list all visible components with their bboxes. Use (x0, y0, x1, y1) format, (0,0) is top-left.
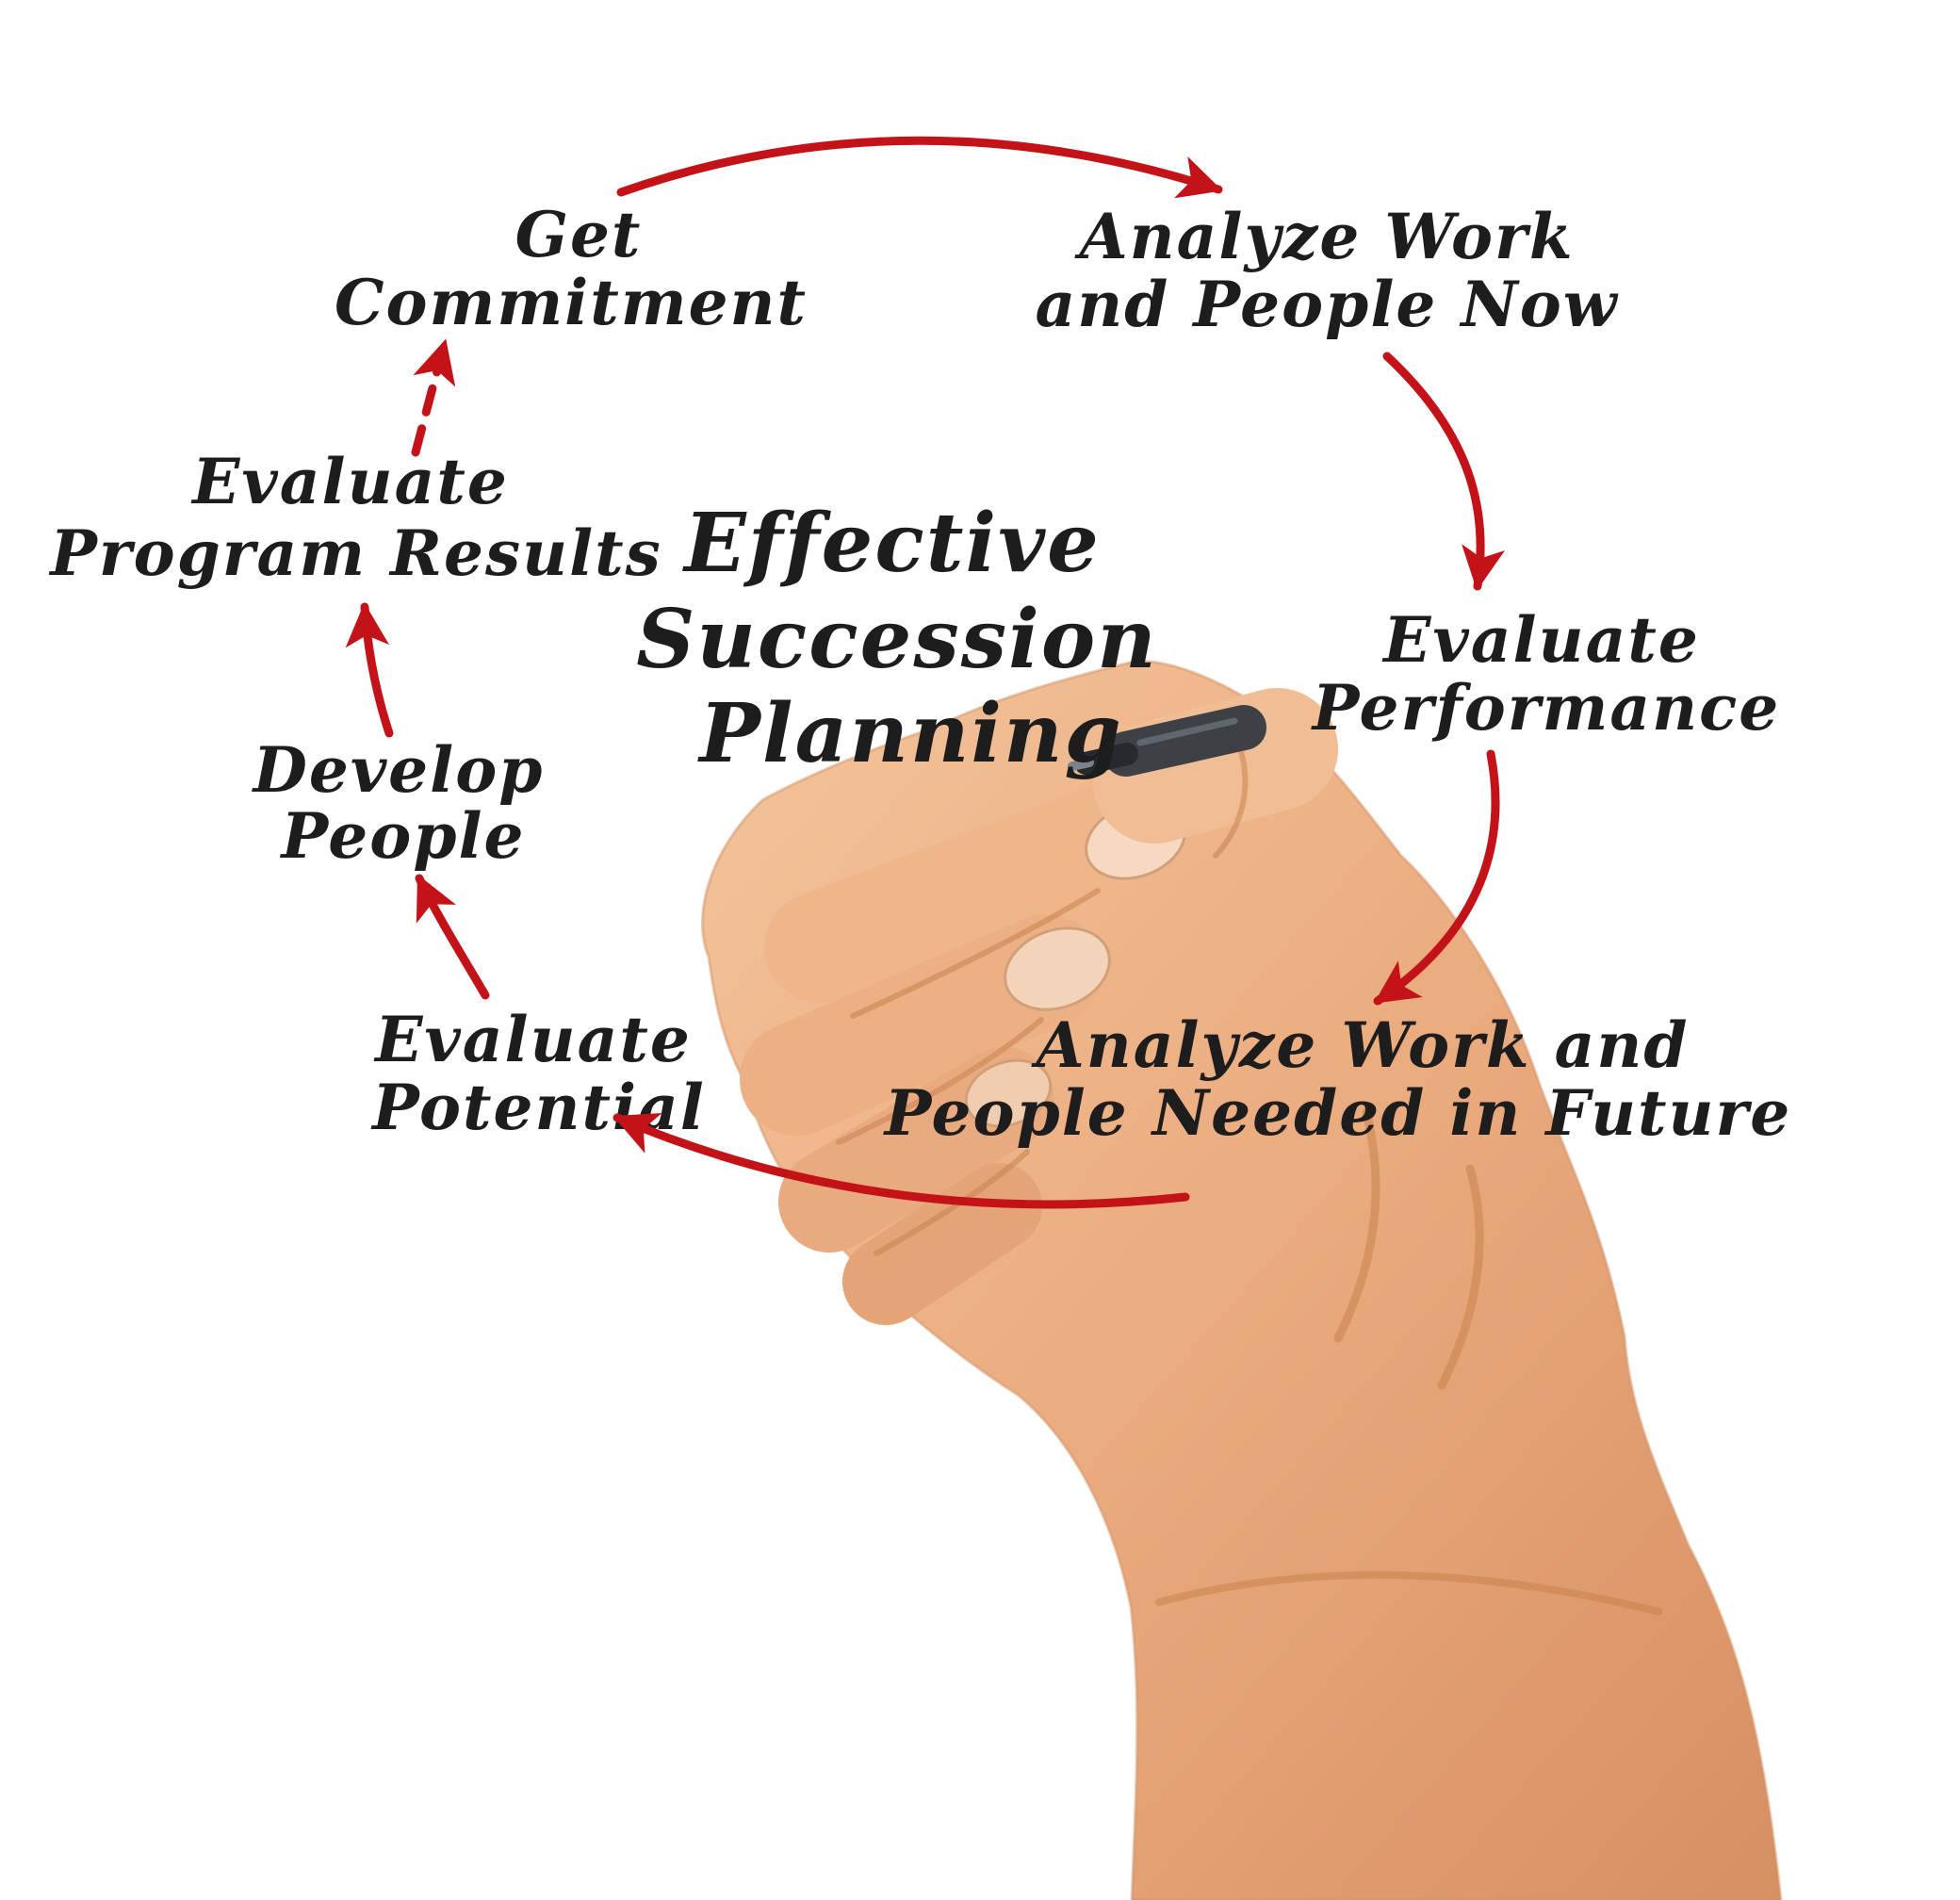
node-evaluate-program-results: Evaluate Program Results (48, 445, 662, 590)
node-analyze-work-future-line1: Analyze Work and (1031, 1008, 1690, 1082)
cycle-arrows (345, 136, 1506, 1209)
pen-body (1103, 705, 1266, 777)
node-evaluate-performance-line2: Performance (1311, 671, 1781, 745)
diagram-title: Effective Succession Planning (636, 496, 1157, 781)
node-analyze-work-future-line2: People Needed in Future (883, 1076, 1792, 1150)
thumb (1093, 688, 1338, 844)
pen-tip (1068, 758, 1094, 771)
title-line-1: Effective (681, 496, 1101, 591)
node-evaluate-potential: Evaluate Potential (370, 1003, 704, 1144)
ring-fingernail (964, 1058, 1053, 1128)
hand-tendon-2 (1437, 1164, 1484, 1390)
arrow-analyze-now-to-performance (1382, 352, 1506, 591)
wrist-crease (1155, 1571, 1662, 1615)
node-analyze-work-now: Analyze Work and People Now (1035, 200, 1618, 341)
node-develop-people-line1: Develop (252, 733, 545, 807)
arrow-program-results-to-commitment-dashed (411, 338, 456, 457)
finger-crease-1 (850, 888, 1101, 1019)
node-get-commitment: Get Commitment (335, 198, 808, 339)
hand-tendon-1 (1333, 1107, 1380, 1343)
node-evaluate-performance-line1: Evaluate (1381, 603, 1700, 677)
node-get-commitment-line1: Get (515, 198, 643, 271)
finger-crease-3 (874, 1149, 1030, 1256)
node-evaluate-program-results-line1: Evaluate (190, 445, 509, 518)
node-analyze-work-future: Analyze Work and People Needed in Future (883, 1008, 1792, 1150)
node-evaluate-potential-line1: Evaluate (373, 1003, 692, 1076)
title-line-3: Planning (696, 686, 1122, 781)
node-develop-people: Develop People (252, 733, 545, 873)
marker-pen (1068, 705, 1266, 777)
pen-highlight (1136, 717, 1238, 746)
arrow-potential-to-develop (415, 874, 490, 1000)
node-evaluate-program-results-line2: Program Results (48, 516, 662, 590)
arrow-analyze-future-to-potential (612, 1112, 1190, 1209)
finger-crease-2 (836, 1017, 1044, 1145)
arrow-develop-to-program-results (345, 602, 394, 738)
node-evaluate-performance: Evaluate Performance (1311, 603, 1781, 745)
middle-finger (740, 914, 1102, 1136)
index-finger (764, 778, 1177, 1003)
hand-photo (700, 660, 1783, 1900)
node-analyze-work-now-line2: and People Now (1035, 268, 1618, 341)
title-line-2: Succession (636, 592, 1157, 687)
arrow-performance-to-analyze-future (1373, 749, 1500, 1006)
node-analyze-work-now-line1: Analyze Work (1073, 200, 1574, 273)
pinky-finger (842, 1163, 1042, 1325)
node-develop-people-line2: People (279, 799, 525, 873)
node-get-commitment-line2: Commitment (335, 266, 808, 339)
middle-fingernail (1004, 926, 1111, 1011)
arrow-commitment-to-analyze-now (616, 136, 1223, 199)
